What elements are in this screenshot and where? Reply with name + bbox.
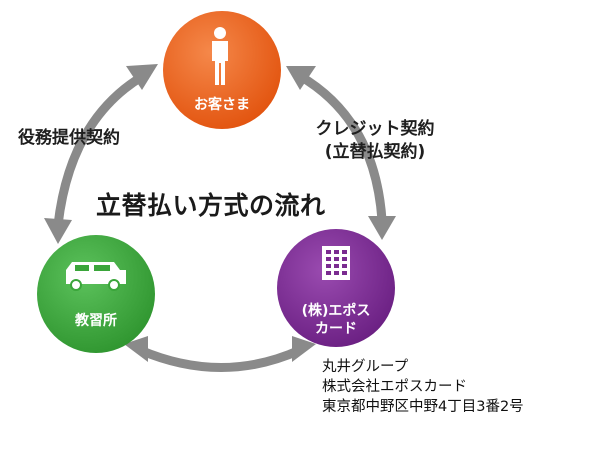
company-info-address: 東京都中野区中野4丁目3番2号 xyxy=(322,399,524,415)
car-icon xyxy=(66,262,126,291)
arrow-customer-to-card xyxy=(295,71,387,225)
arrow-school-to-card xyxy=(135,345,305,372)
arrowhead-customer-to-card-start xyxy=(286,66,316,90)
card-company-label-line2: カード xyxy=(315,321,357,337)
customer-label: お客さま xyxy=(194,97,250,113)
arrowhead-school-to-card-start xyxy=(124,336,148,362)
company-info-name: 株式会社エポスカード xyxy=(322,379,467,395)
arrowhead-customer-to-school-start xyxy=(126,64,158,90)
diagram-title: 立替払い方式の流れ xyxy=(96,191,326,220)
building-icon xyxy=(322,246,350,280)
company-info-group: 丸井グループ xyxy=(322,359,409,375)
arrow-customer-to-school xyxy=(53,71,148,230)
node-school xyxy=(37,235,155,353)
credit-contract-line1: クレジット契約 xyxy=(315,119,435,139)
credit-contract-line2: (立替払契約) xyxy=(324,142,426,162)
edge-label-credit-contract: クレジット契約 (立替払契約) xyxy=(305,118,445,164)
school-label: 教習所 xyxy=(75,313,117,329)
arrowhead-school-to-card-end xyxy=(292,336,316,362)
node-customer xyxy=(163,11,281,129)
edge-label-service-contract: 役務提供契約 xyxy=(18,128,120,148)
company-info: 丸井グループ 株式会社エポスカード 東京都中野区中野4丁目3番2号 xyxy=(322,357,524,417)
node-card-company xyxy=(277,229,395,347)
arrowhead-customer-to-card-end xyxy=(368,216,396,240)
arrowhead-customer-to-school-end xyxy=(44,218,72,244)
person-icon xyxy=(212,27,228,85)
card-company-label-line1: (株)エポス xyxy=(301,303,371,319)
